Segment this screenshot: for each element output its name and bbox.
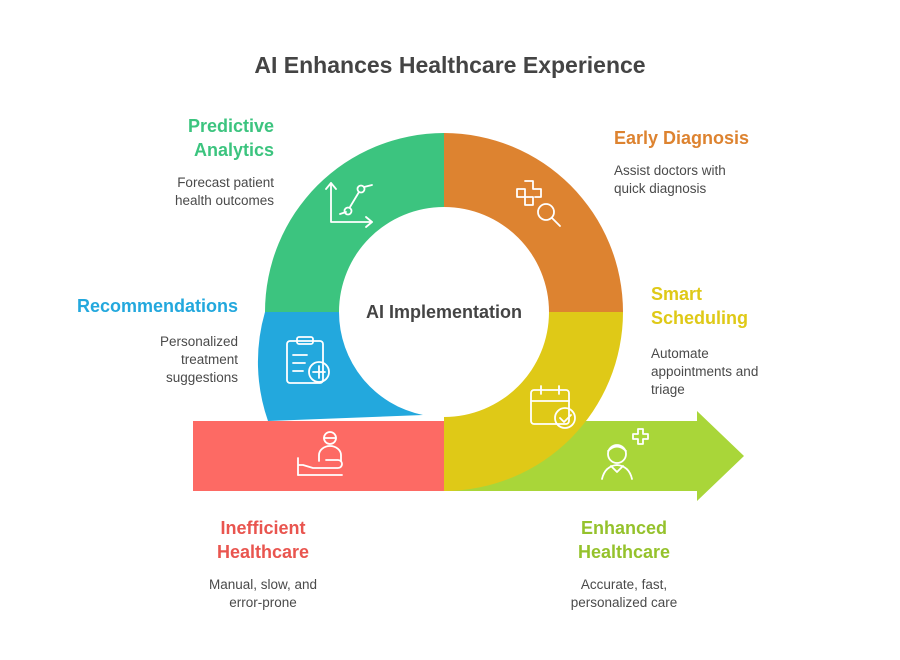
segment-recommendations: [257, 312, 423, 421]
diagram-title: AI Enhances Healthcare Experience: [254, 52, 646, 78]
early-diagnosis-desc: Assist doctors with quick diagnosis: [614, 163, 726, 196]
early-diagnosis-title: Early Diagnosis: [614, 128, 750, 148]
enhanced-healthcare-desc: Accurate, fast, personalized care: [570, 577, 678, 610]
doctor-plus-icon: [601, 428, 649, 480]
predictive-analytics-title: Predictive Analytics: [187, 116, 274, 160]
medical-search-icon: [516, 180, 561, 227]
recommendations-desc: Personalized treatment suggestions: [159, 334, 238, 385]
inefficient-healthcare-title: Inefficient Healthcare: [216, 518, 310, 562]
chart-line-icon: [325, 182, 373, 228]
center-label: AI Implementation: [365, 302, 522, 322]
recommendations-title: Recommendations: [76, 296, 238, 316]
enhanced-healthcare-title: Enhanced Healthcare: [577, 518, 671, 562]
calendar-check-icon: [530, 385, 576, 429]
smart-scheduling-desc: Automate appointments and triage: [651, 346, 759, 397]
segment-early-diagnosis: [444, 133, 623, 312]
clipboard-plus-icon: [286, 336, 330, 384]
predictive-analytics-desc: Forecast patient health outcomes: [174, 175, 274, 208]
inefficient-healthcare-desc: Manual, slow, and error-prone: [208, 577, 318, 610]
patient-bed-icon: [297, 431, 343, 476]
smart-scheduling-title: Smart Scheduling: [651, 284, 749, 328]
